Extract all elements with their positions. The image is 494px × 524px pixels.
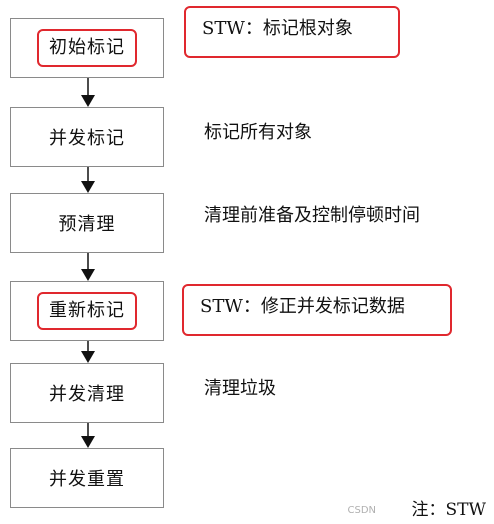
step-initial-mark: 初始标记 — [10, 18, 164, 78]
arrow-4 — [81, 341, 95, 363]
step-label: 并发重置 — [49, 469, 125, 490]
note-preclean: 清理前准备及控制停顿时间 — [204, 205, 420, 226]
arrow-2 — [81, 167, 95, 193]
note-concurrent-mark: 标记所有对象 — [204, 122, 312, 143]
step-label: 预清理 — [58, 214, 116, 235]
step-concurrent-reset: 并发重置 — [10, 448, 164, 508]
step-preclean: 预清理 — [10, 193, 164, 253]
step-label: 并发标记 — [49, 128, 125, 149]
footnote: 注：STW — [411, 500, 486, 520]
arrow-3 — [81, 253, 95, 281]
arrow-5 — [81, 423, 95, 448]
step-label: 重新标记 — [37, 292, 137, 330]
step-concurrent-mark: 并发标记 — [10, 107, 164, 167]
watermark: CSDN — [347, 505, 376, 516]
note-remark: STW：修正并发标记数据 — [182, 284, 452, 336]
step-label: 并发清理 — [49, 384, 125, 405]
arrow-1 — [81, 78, 95, 107]
step-remark: 重新标记 — [10, 281, 164, 341]
note-concurrent-sweep: 清理垃圾 — [204, 378, 276, 399]
step-label: 初始标记 — [37, 29, 137, 67]
note-initial-mark: STW：标记根对象 — [184, 6, 400, 58]
step-concurrent-sweep: 并发清理 — [10, 363, 164, 423]
